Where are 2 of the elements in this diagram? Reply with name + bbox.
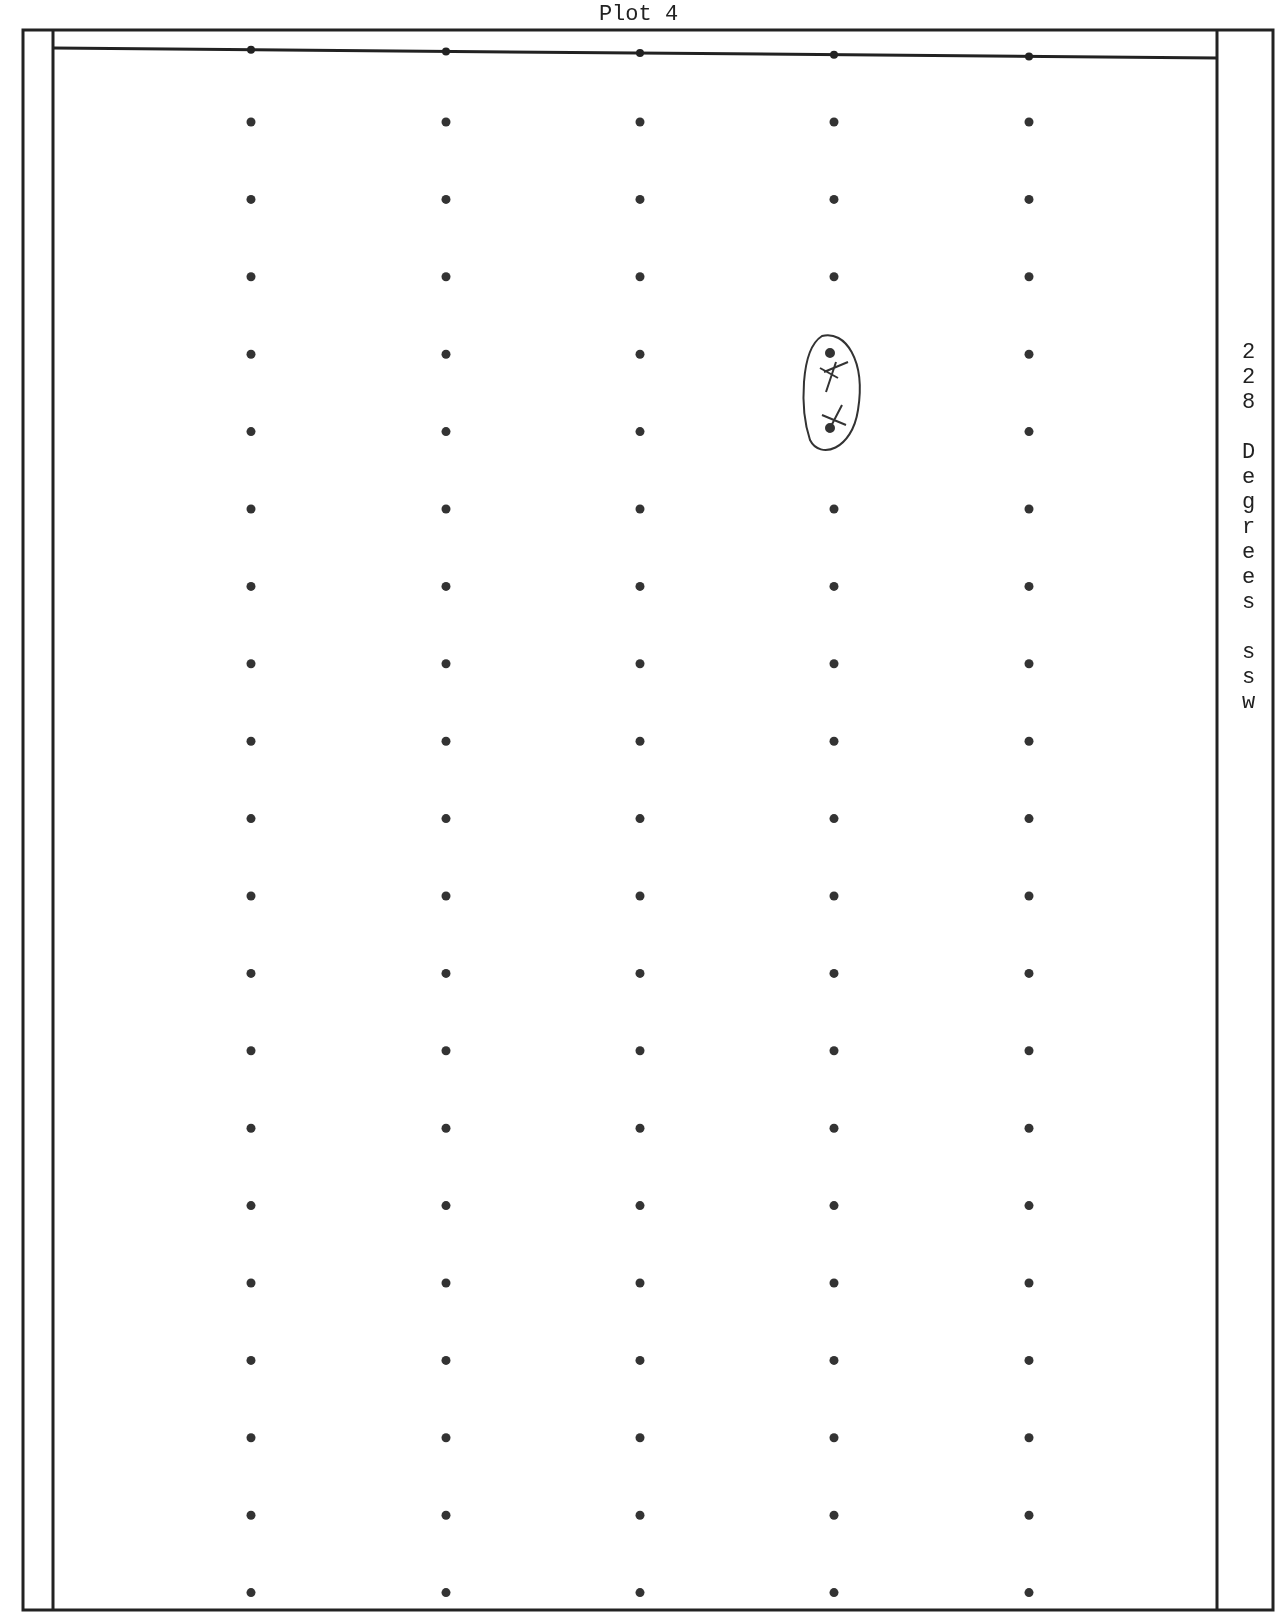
plot-title: Plot 4	[597, 3, 680, 27]
orientation-label: 228 Degrees ssw	[1237, 340, 1259, 715]
